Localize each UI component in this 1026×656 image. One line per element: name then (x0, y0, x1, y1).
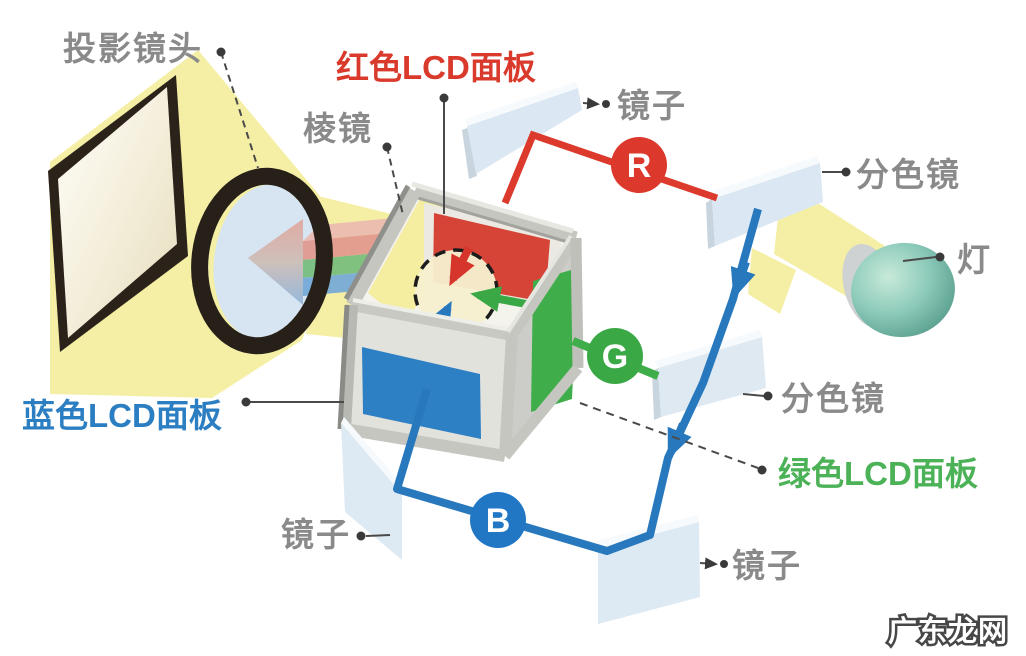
blue-light-path (393, 207, 762, 555)
label-red-lcd-panel: 红色LCD面板 (336, 49, 536, 86)
label-dichroic-mirror-middle: 分色镜 (781, 380, 886, 417)
label-mirror-bottom-right: 镜子 (732, 547, 802, 584)
label-green-lcd-panel: 绿色LCD面板 (778, 455, 978, 492)
mirror-top (462, 82, 582, 179)
badge-green-letter: G (602, 338, 628, 376)
blue-lcd-panel-shape (362, 347, 481, 439)
channel-badges: R G B (470, 137, 667, 548)
label-blue-lcd-panel: 蓝色LCD面板 (22, 397, 222, 434)
red-light-path (501, 130, 719, 205)
badge-red (611, 137, 667, 193)
label-mirror-bottom-left: 镜子 (281, 516, 351, 553)
watermark: 广东龙网 (888, 614, 1008, 648)
callouts (216, 47, 945, 570)
lens-ring (191, 167, 333, 355)
dichroic-mirror-top (706, 156, 823, 249)
screen (48, 75, 188, 352)
badge-blue-letter: B (486, 502, 511, 540)
label-mirror-top: 镜子 (617, 87, 687, 124)
lamp-shape (842, 242, 955, 338)
badge-blue (470, 492, 526, 548)
label-projection-lens: 投影镜头 (63, 30, 203, 67)
mirrors (341, 82, 823, 624)
label-dichroic-mirror-top: 分色镜 (856, 156, 961, 193)
mirror-bottom-left (341, 417, 405, 560)
label-prism: 棱镜 (303, 110, 373, 147)
label-lamp: 灯 (957, 241, 992, 278)
badge-red-letter: R (627, 147, 652, 185)
badge-green (587, 328, 643, 384)
dichroic-mirror-middle (652, 330, 766, 420)
prism-cube (337, 181, 584, 462)
